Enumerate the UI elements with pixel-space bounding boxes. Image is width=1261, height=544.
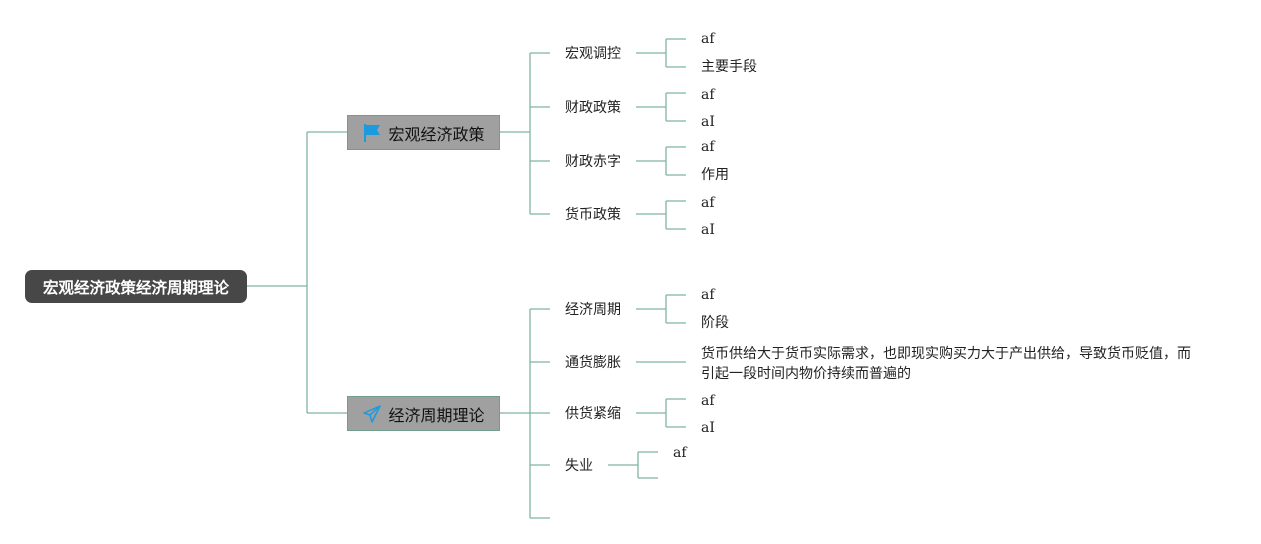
topic-monetary-policy[interactable]: 货币政策 — [565, 207, 621, 223]
topic-fiscal-policy[interactable]: 财政政策 — [565, 100, 621, 116]
leaf-node[interactable]: aI — [701, 222, 715, 238]
leaf-node[interactable]: 作用 — [701, 167, 729, 183]
paper-plane-icon — [362, 404, 382, 424]
leaf-node[interactable]: af — [673, 445, 687, 461]
leaf-node[interactable]: af — [701, 87, 715, 103]
branch-label: 经济周期理论 — [388, 405, 485, 425]
root-label: 宏观经济政策经济周期理论 — [42, 278, 229, 297]
leaf-node[interactable]: af — [701, 195, 715, 211]
leaf-node[interactable]: aI — [701, 420, 715, 436]
leaf-node-inflation-definition[interactable]: 货币供给大于货币实际需求，也即现实购买力大于产出供给，导致货币贬值，而引起一段时… — [701, 346, 1191, 382]
topic-economic-cycle[interactable]: 经济周期 — [565, 302, 621, 318]
flag-icon — [362, 123, 382, 143]
root-node[interactable]: 宏观经济政策经济周期理论 — [25, 270, 247, 303]
branch-node-macro-policy[interactable]: 宏观经济政策 — [347, 115, 500, 150]
leaf-node[interactable]: af — [701, 31, 715, 47]
leaf-node[interactable]: aI — [701, 114, 715, 130]
leaf-node[interactable]: af — [701, 287, 715, 303]
topic-deflation[interactable]: 供货紧缩 — [565, 406, 621, 422]
topic-macro-control[interactable]: 宏观调控 — [565, 46, 621, 62]
leaf-node[interactable]: 阶段 — [701, 315, 729, 331]
branch-label: 宏观经济政策 — [388, 124, 485, 144]
leaf-node[interactable]: 主要手段 — [701, 59, 757, 75]
leaf-node[interactable]: af — [701, 139, 715, 155]
leaf-node[interactable]: af — [701, 393, 715, 409]
topic-inflation[interactable]: 通货膨胀 — [565, 355, 621, 371]
topic-unemployment[interactable]: 失业 — [565, 458, 593, 474]
branch-node-economic-cycle[interactable]: 经济周期理论 — [347, 396, 500, 431]
topic-fiscal-deficit[interactable]: 财政赤字 — [565, 154, 621, 170]
